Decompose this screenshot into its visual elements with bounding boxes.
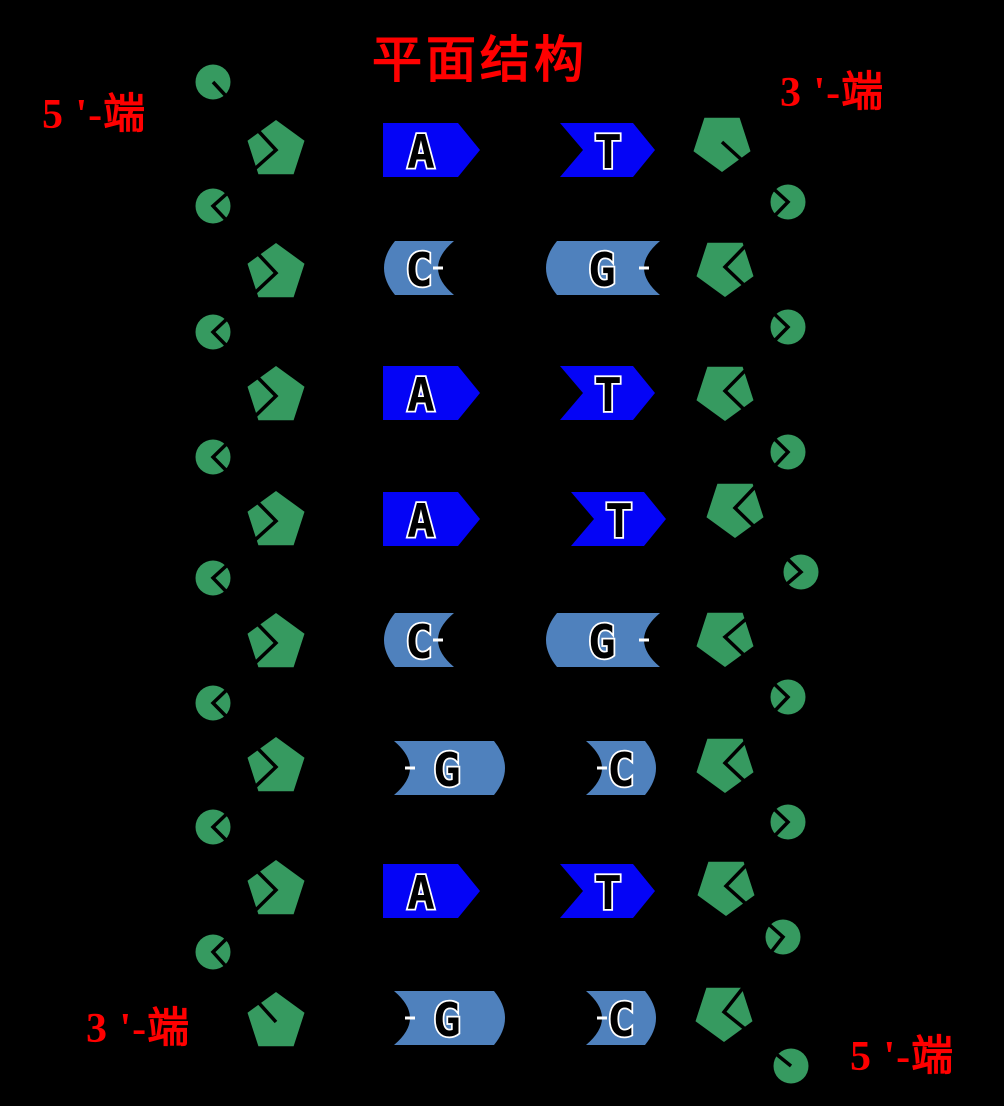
end-label-bottom-left-3prime: 3 '-端 xyxy=(86,1006,191,1052)
base-letter: T xyxy=(605,494,633,548)
base-A-arrow-shape xyxy=(383,492,480,546)
base-letter: T xyxy=(594,368,622,422)
base-A-arrow-shape xyxy=(383,123,480,177)
base-letter: G xyxy=(588,615,616,669)
deoxyribose-pentagon-icon xyxy=(706,483,764,538)
base-letter: T xyxy=(594,125,622,179)
end-label-top-left-5prime: 5 '-端 xyxy=(42,92,147,138)
base-A-arrow-shape xyxy=(383,864,480,918)
deoxyribose-pentagon-icon xyxy=(693,117,751,172)
base-G-round-shape xyxy=(546,613,660,667)
base-C-round-shape xyxy=(384,241,454,295)
base-T-chevron-shape xyxy=(560,123,655,177)
base-letter: A xyxy=(407,125,435,179)
base-T-chevron-shape xyxy=(560,366,655,420)
base-letter: C xyxy=(405,243,433,297)
base-letter: T xyxy=(594,866,622,920)
base-letter: G xyxy=(588,243,616,297)
end-label-top-right-3prime: 3 '-端 xyxy=(780,70,885,116)
base-letter: A xyxy=(407,368,435,422)
deoxyribose-pentagon-icon xyxy=(696,738,754,793)
base-letter: A xyxy=(407,494,435,548)
backbone-bond-line xyxy=(720,140,804,1068)
backbone-bond-line xyxy=(210,80,279,1024)
end-label-bottom-right-5prime: 5 '-端 xyxy=(850,1034,955,1080)
base-A-arrow-shape xyxy=(383,366,480,420)
deoxyribose-pentagon-icon xyxy=(696,242,754,297)
base-G-round-shape xyxy=(394,991,505,1045)
base-T-chevron-shape xyxy=(560,864,655,918)
base-letter: C xyxy=(607,743,635,797)
base-C-round-shape xyxy=(586,741,656,795)
base-letter: A xyxy=(407,866,435,920)
base-T-chevron-shape xyxy=(571,492,666,546)
base-letter: C xyxy=(607,993,635,1047)
diagram-title: 平面结构 xyxy=(372,32,588,88)
base-C-round-shape xyxy=(384,613,454,667)
base-G-round-shape xyxy=(394,741,505,795)
base-letter: C xyxy=(405,615,433,669)
base-G-round-shape xyxy=(546,241,660,295)
base-letter: G xyxy=(433,993,461,1047)
deoxyribose-pentagon-icon xyxy=(695,987,753,1042)
deoxyribose-pentagon-icon xyxy=(696,366,754,421)
base-C-round-shape xyxy=(586,991,656,1045)
deoxyribose-pentagon-icon xyxy=(697,861,755,916)
base-letter: G xyxy=(433,743,461,797)
